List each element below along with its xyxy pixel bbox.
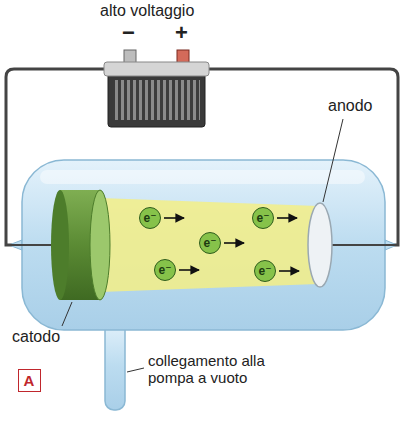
cathode (90, 190, 110, 300)
terminal-sign: + (175, 20, 188, 45)
leader-line (323, 119, 343, 202)
battery-cap (104, 62, 209, 76)
glass-tube (22, 160, 385, 330)
anode (308, 203, 332, 287)
wire (332, 244, 397, 246)
terminal-sign: − (122, 20, 135, 45)
electron-circle: e⁻ (139, 207, 161, 229)
electron-circle: e⁻ (252, 207, 274, 229)
electron-symbol: e⁻ (158, 263, 171, 277)
part-label: catodo (12, 328, 60, 346)
electron-beam (100, 198, 318, 292)
electron-circle: e⁻ (154, 259, 176, 281)
electron-circle: e⁻ (254, 260, 276, 282)
figure-letter-box: A (18, 369, 41, 392)
glass-highlight (40, 170, 365, 184)
cathode (51, 190, 69, 300)
leader-line (127, 368, 144, 372)
battery-ribs (113, 80, 200, 120)
motion-arrows (164, 218, 299, 271)
electron-circle: e⁻ (199, 232, 221, 254)
figure-letter: A (24, 372, 35, 389)
battery-body (108, 72, 205, 127)
leader-line (62, 302, 72, 326)
part-label: anodo (328, 97, 373, 115)
electron-symbol: e⁻ (143, 211, 156, 225)
part-label: collegamento alla pompa a vuoto (148, 352, 278, 387)
vacuum-stem (105, 320, 125, 410)
electron-symbol: e⁻ (203, 236, 216, 250)
electron-symbol: e⁻ (256, 211, 269, 225)
electron-symbol: e⁻ (258, 264, 271, 278)
voltage-label: alto voltaggio (100, 2, 194, 20)
